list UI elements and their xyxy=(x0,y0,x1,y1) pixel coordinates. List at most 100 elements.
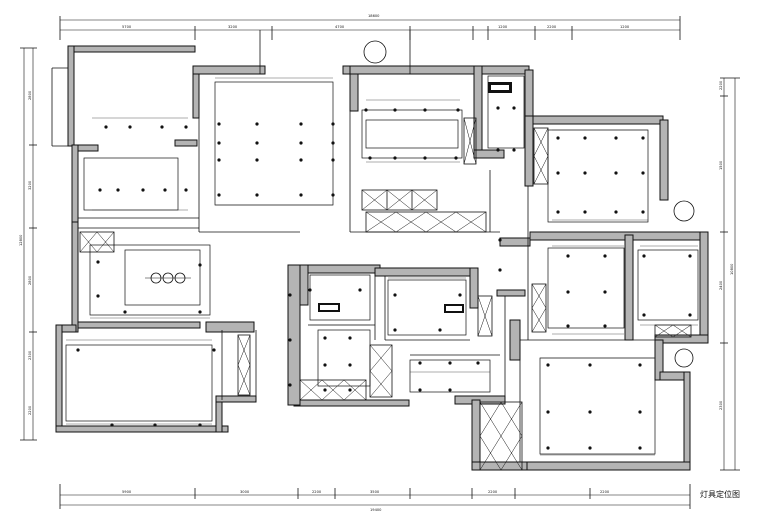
downlight xyxy=(364,108,368,112)
downlight xyxy=(116,188,120,192)
downlight xyxy=(688,313,692,317)
downlight xyxy=(198,263,202,267)
right-overall-dim: 10800 xyxy=(730,263,734,275)
downlight xyxy=(393,293,397,297)
downlight xyxy=(163,188,167,192)
downlight xyxy=(299,193,303,197)
downlight xyxy=(614,136,618,140)
downlight xyxy=(556,210,560,214)
left-seg-5: 2200 xyxy=(28,405,32,415)
dimension-texts: 18600 5700 3200 4700 1200 2200 1200 1940… xyxy=(19,14,734,512)
downlight xyxy=(217,141,221,145)
cabinet-kitchen-row xyxy=(361,189,438,211)
cabinet-center-bottom xyxy=(299,379,367,401)
cabinet-center-tall xyxy=(369,344,393,398)
downlight xyxy=(642,254,646,258)
cabinet-left-vertical xyxy=(237,334,251,396)
downlight xyxy=(588,410,592,414)
downlight xyxy=(496,106,500,110)
downlight xyxy=(588,363,592,367)
downlight xyxy=(603,254,607,258)
downlight xyxy=(217,193,221,197)
downlight xyxy=(418,361,422,365)
downlight xyxy=(448,361,452,365)
downlight xyxy=(614,171,618,175)
downlight xyxy=(566,254,570,258)
downlight xyxy=(456,108,460,112)
downlight xyxy=(476,361,480,365)
downlight xyxy=(288,293,292,297)
downlight xyxy=(641,210,645,214)
top-segment-ticks xyxy=(59,26,681,40)
downlight xyxy=(299,158,303,162)
downlight xyxy=(331,193,335,197)
downlight xyxy=(96,294,100,298)
top-seg-6: 1200 xyxy=(620,25,630,29)
downlight xyxy=(288,383,292,387)
downlight xyxy=(546,363,550,367)
left-seg-1: 2800 xyxy=(28,90,32,100)
downlight xyxy=(96,260,100,264)
downlight xyxy=(583,136,587,140)
right-seg-3: 2400 xyxy=(719,280,723,290)
top-seg-1: 5700 xyxy=(122,25,132,29)
bottom-overall-dim: 19400 xyxy=(370,508,382,512)
downlight xyxy=(184,188,188,192)
downlight xyxy=(566,290,570,294)
downlight xyxy=(603,324,607,328)
downlight xyxy=(348,388,352,392)
downlight xyxy=(423,156,427,160)
downlight xyxy=(588,446,592,450)
downlight xyxy=(299,122,303,126)
right-segment-ticks xyxy=(720,77,740,471)
downlight xyxy=(638,363,642,367)
cabinet-lower-row xyxy=(365,211,487,233)
top-seg-2: 3200 xyxy=(228,25,238,29)
downlight xyxy=(512,106,516,110)
downlight xyxy=(638,446,642,450)
downlight xyxy=(141,188,145,192)
downlight xyxy=(438,328,442,332)
cabinet-center-right xyxy=(477,295,493,337)
bottom-seg-3: 2200 xyxy=(312,490,322,494)
downlight xyxy=(98,188,102,192)
downlight xyxy=(583,210,587,214)
downlight xyxy=(331,158,335,162)
downlight xyxy=(546,446,550,450)
downlight xyxy=(641,136,645,140)
downlight xyxy=(566,324,570,328)
left-overall-dim: 12800 xyxy=(19,234,23,246)
downlight xyxy=(160,125,164,129)
downlight xyxy=(288,338,292,342)
bottom-segment-ticks xyxy=(59,484,691,509)
downlight xyxy=(641,171,645,175)
left-seg-3: 2800 xyxy=(28,275,32,285)
right-seg-4: 2300 xyxy=(719,400,723,410)
cabinet-kitchen-side xyxy=(463,117,477,165)
downlight xyxy=(638,410,642,414)
downlight xyxy=(603,290,607,294)
room-dimension-marks xyxy=(66,77,698,456)
left-segment-ticks xyxy=(20,47,37,441)
dimension-chains xyxy=(20,16,740,509)
downlight xyxy=(323,388,327,392)
downlight xyxy=(198,310,202,314)
downlight xyxy=(128,125,132,129)
downlight xyxy=(496,148,500,152)
left-seg-2: 3200 xyxy=(28,180,32,190)
top-seg-3: 4700 xyxy=(335,25,345,29)
downlight xyxy=(198,423,202,427)
cabinet-left-small xyxy=(79,231,115,253)
bottom-seg-1: 5900 xyxy=(122,490,132,494)
exhaust-panels xyxy=(318,82,512,313)
downlight xyxy=(614,210,618,214)
bottom-seg-4: 3500 xyxy=(370,490,380,494)
cabinet-bottom-wardrobe xyxy=(479,401,523,471)
downlight xyxy=(358,288,362,292)
right-seg-1: 2200 xyxy=(719,80,723,90)
downlight xyxy=(217,158,221,162)
downlight xyxy=(688,254,692,258)
downlight xyxy=(458,293,462,297)
downlight xyxy=(393,108,397,112)
downlight xyxy=(110,423,114,427)
